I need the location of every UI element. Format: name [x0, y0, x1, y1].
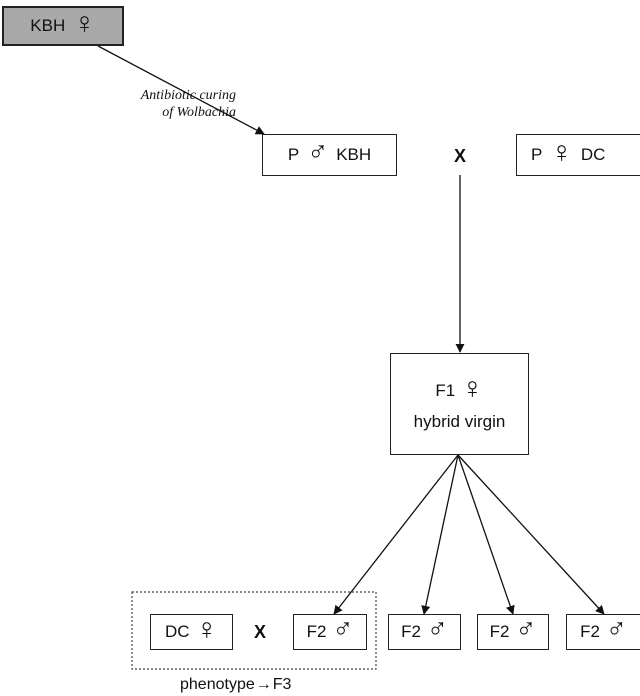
curing-note-line-2: of Wolbachia — [162, 105, 236, 120]
p-prefix: P — [287, 145, 300, 164]
f2-male-box-1: F2 ♂ — [293, 614, 367, 650]
f2-male-box-3: F2 ♂ — [477, 614, 549, 650]
f1-to-f2-arrow-1 — [333, 454, 459, 615]
female-symbol-icon: ♀ — [73, 7, 96, 40]
female-symbol-icon: ♀ — [550, 136, 573, 169]
p-male-label: KBH — [336, 145, 372, 164]
phenotype-arrow-icon: → — [255, 676, 272, 693]
backcross-group-frame — [131, 591, 377, 670]
curing-note-line-1: Antibiotic curing — [140, 88, 236, 103]
male-symbol-icon: ♂ — [515, 613, 537, 644]
f2-label: F2 — [401, 622, 421, 641]
p-male-kbh-box: P ♂ KBH — [262, 134, 397, 176]
phenotype-label: phenotype — [180, 676, 255, 693]
f1-hybrid-box: F1 ♀ hybrid virgin — [390, 353, 529, 455]
p-prefix: P — [531, 145, 543, 164]
curing-note: Antibiotic curing of Wolbachia — [60, 87, 236, 121]
f2-label: F2 — [580, 622, 600, 641]
curing-arrow — [97, 45, 265, 135]
f1-to-f2-arrow-2 — [421, 454, 459, 615]
f1-sublabel: hybrid virgin — [413, 412, 506, 431]
phenotype-target: F3 — [272, 676, 292, 693]
kbh-label: KBH — [30, 16, 66, 35]
p-female-dc-box: P ♀ DC — [516, 134, 640, 176]
female-symbol-icon: ♀ — [461, 372, 484, 405]
f1-label: F1 — [435, 381, 456, 400]
phenotype-caption: phenotype → F3 — [180, 676, 291, 694]
f2-male-box-4: F2 ♂ — [566, 614, 640, 650]
cross-symbol-top: X — [454, 146, 467, 166]
dc-label: DC — [164, 622, 190, 641]
cross-symbol-bottom: X — [254, 622, 267, 642]
kbh-female-source-box: KBH ♀ — [2, 6, 124, 46]
f2-label: F2 — [489, 622, 510, 641]
female-symbol-icon: ♀ — [195, 613, 219, 646]
p-female-label: DC — [580, 145, 606, 164]
f2-label: F2 — [306, 622, 327, 641]
male-symbol-icon: ♂ — [605, 613, 627, 644]
f1-to-f2-arrow-3 — [457, 454, 515, 615]
dc-female-box: DC ♀ — [150, 614, 233, 650]
male-symbol-icon: ♂ — [426, 613, 448, 644]
f1-header: F1 ♀ — [435, 372, 484, 406]
male-symbol-icon: ♂ — [307, 136, 329, 167]
f2-male-box-2: F2 ♂ — [388, 614, 461, 650]
male-symbol-icon: ♂ — [332, 613, 354, 644]
f1-to-f2-arrow-4 — [457, 454, 605, 615]
